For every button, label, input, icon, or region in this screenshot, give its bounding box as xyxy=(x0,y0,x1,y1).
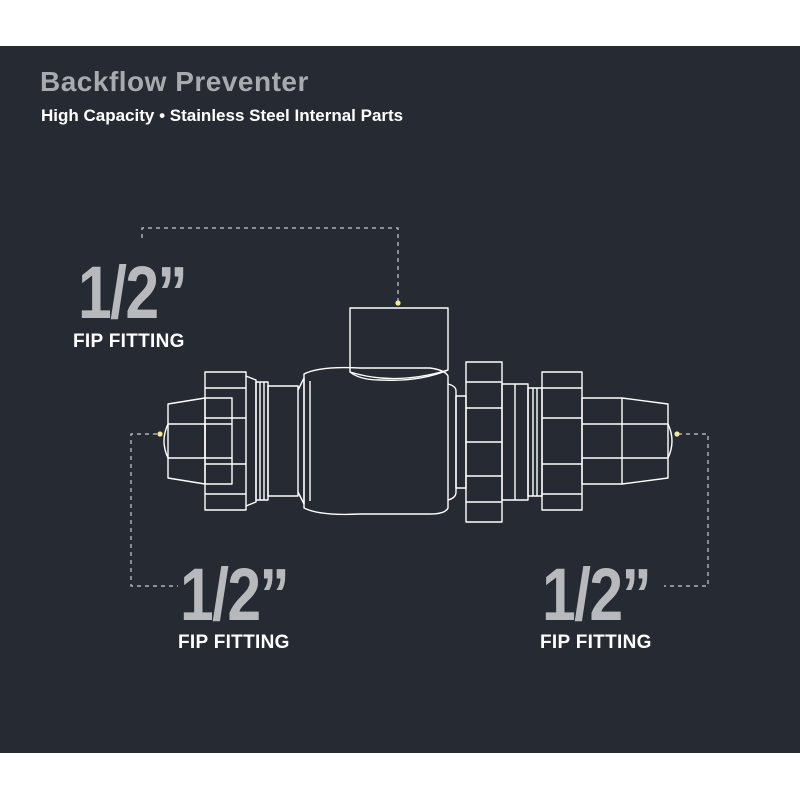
right-callout-dot xyxy=(674,431,680,437)
valve-body xyxy=(303,307,457,516)
top-leader-line xyxy=(141,227,399,302)
top-fitting-label: FIP FITTING xyxy=(73,331,185,352)
right-fitting-label: FIP FITTING xyxy=(540,632,652,653)
right-coupling xyxy=(455,361,503,523)
right-size-value: 1/2” xyxy=(542,553,652,636)
left-callout-dot xyxy=(157,431,163,437)
top-size-value: 1/2” xyxy=(78,251,188,334)
valve-illustration xyxy=(130,227,709,587)
right-threads xyxy=(501,383,543,501)
left-union-hex xyxy=(204,371,257,511)
top-callout-dot xyxy=(395,300,401,306)
page-title: Backflow Preventer xyxy=(40,66,309,97)
page-subtitle: High Capacity • Stainless Steel Internal… xyxy=(41,106,404,125)
right-union-hex xyxy=(541,371,583,511)
left-threads xyxy=(255,377,305,505)
left-leader-line xyxy=(130,433,178,587)
left-fitting-label: FIP FITTING xyxy=(178,632,290,653)
diagram-panel: Backflow Preventer High Capacity • Stain… xyxy=(0,46,800,753)
left-hex-nut xyxy=(163,397,233,485)
left-size-value: 1/2” xyxy=(180,553,290,636)
right-leader-line xyxy=(664,433,709,587)
right-hex-nut xyxy=(581,397,673,485)
